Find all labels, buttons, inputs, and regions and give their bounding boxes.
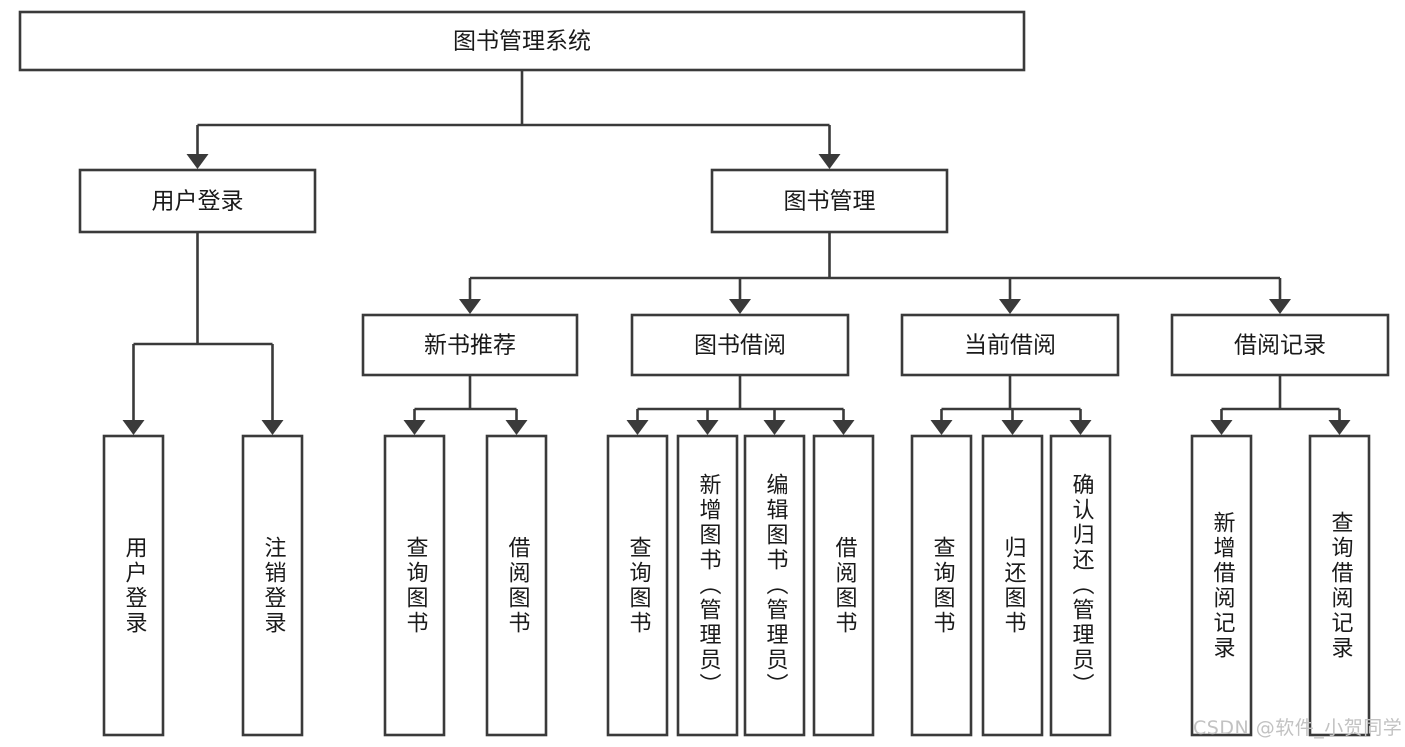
arrow-head-book-borrow [729,299,751,314]
node-box-leaf-edit-book[interactable] [743,434,806,737]
node-label-user-login: 用户登录 [152,189,244,215]
node-label-book-borrow: 图书借阅 [694,333,786,359]
node-box-leaf-return-book[interactable] [981,434,1044,737]
node-box-user-login[interactable] [78,168,317,234]
node-box-leaf-query-book-1[interactable] [383,434,446,737]
node-box-leaf-add-book[interactable] [676,434,739,737]
csdn-watermark: CSDN @软件_小贺同学 [1193,717,1403,739]
node-box-leaf-confirm-return[interactable] [1049,434,1112,737]
arrow-head-leaf-return-book [1001,420,1024,435]
node-box-leaf-query-record[interactable] [1308,434,1371,737]
arrow-head-leaf-borrow-book-2 [832,420,855,435]
arrow-head-leaf-logout [261,420,284,435]
node-box-book-manage[interactable] [710,168,949,234]
node-label-borrow-record: 借阅记录 [1234,333,1326,359]
node-label-book-manage: 图书管理 [784,189,876,215]
node-box-leaf-user-login[interactable] [102,434,165,737]
arrow-head-book-manage [818,154,841,169]
arrow-head-leaf-query-book-2 [626,420,649,435]
arrow-head-leaf-add-book [696,420,719,435]
arrow-head-leaf-add-record [1210,420,1233,435]
edges-layer [122,70,1351,435]
node-box-leaf-borrow-book-1[interactable] [485,434,548,737]
arrow-head-leaf-query-record [1328,420,1351,435]
arrow-head-leaf-confirm-return [1069,420,1092,435]
node-box-leaf-query-book-3[interactable] [910,434,973,737]
node-box-current-borrow[interactable] [900,313,1120,377]
arrow-head-current-borrow [999,299,1021,314]
node-box-new-book-rec[interactable] [361,313,579,377]
node-box-book-borrow[interactable] [630,313,850,377]
node-box-leaf-add-record[interactable] [1190,434,1253,737]
node-box-leaf-query-book-2[interactable] [606,434,669,737]
node-box-leaf-logout[interactable] [241,434,304,737]
boxes-layer [18,10,1390,737]
node-box-borrow-record[interactable] [1170,313,1390,377]
node-label-root: 图书管理系统 [453,29,591,55]
node-label-new-book-rec: 新书推荐 [424,333,516,359]
arrow-head-borrow-record [1269,299,1291,314]
arrow-head-leaf-query-book-3 [930,420,953,435]
node-label-current-borrow: 当前借阅 [964,333,1056,359]
arrow-head-leaf-borrow-book-1 [505,420,528,435]
arrow-head-leaf-query-book-1 [403,420,426,435]
node-box-leaf-borrow-book-2[interactable] [812,434,875,737]
arrow-head-user-login [186,154,209,169]
arrow-head-leaf-user-login [122,420,145,435]
arrow-head-new-book-rec [459,299,481,314]
node-box-root[interactable] [18,10,1026,72]
arrow-head-leaf-edit-book [763,420,786,435]
